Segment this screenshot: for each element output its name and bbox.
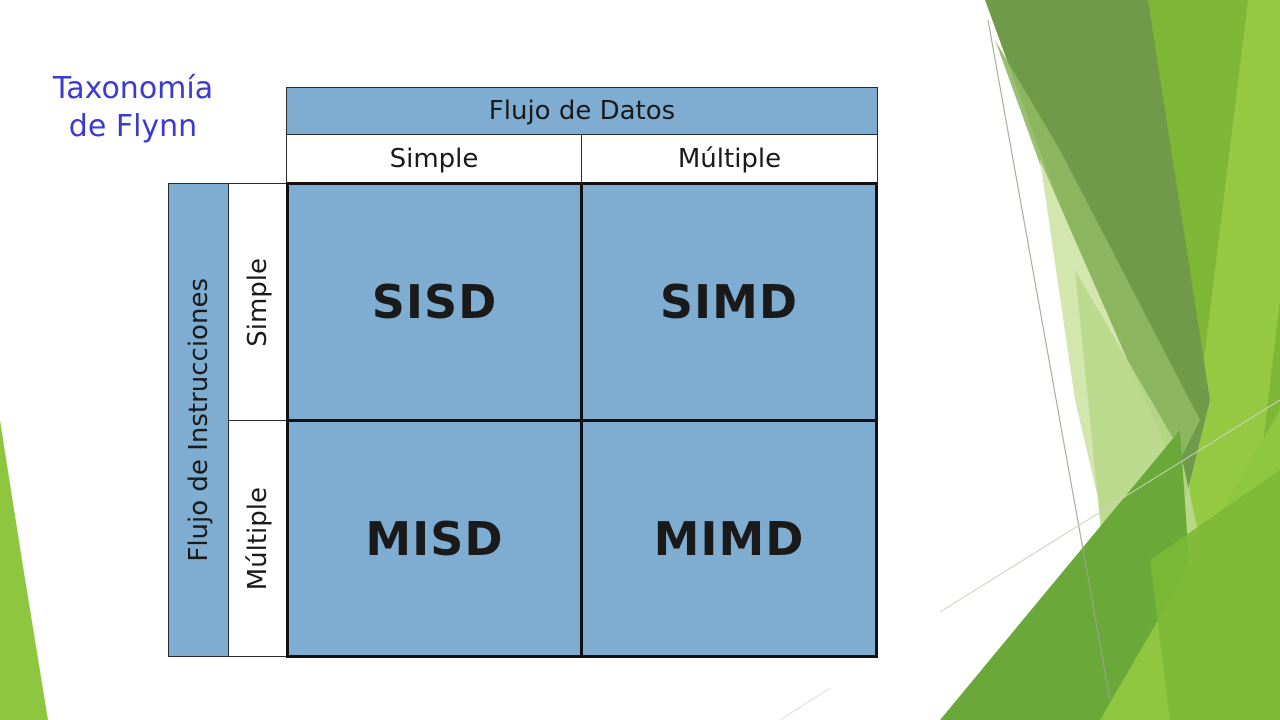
row-header-simple-label: Simple	[242, 257, 273, 347]
instruction-flow-header: Flujo de Instrucciones	[168, 183, 229, 657]
cell-sisd: SISD	[286, 182, 583, 422]
column-header-simple: Simple	[286, 134, 582, 183]
cell-simd: SIMD	[580, 182, 878, 422]
column-header-multiple: Múltiple	[581, 134, 878, 183]
slide-title: Taxonomía de Flynn	[47, 70, 219, 146]
title-line-1: Taxonomía	[52, 71, 214, 106]
data-flow-header: Flujo de Datos	[286, 87, 878, 135]
cell-mimd: MIMD	[580, 419, 878, 658]
title-line-2: de Flynn	[68, 109, 198, 144]
row-header-multiple: Múltiple	[228, 420, 287, 657]
instruction-flow-label: Flujo de Instrucciones	[183, 278, 214, 562]
row-header-multiple-label: Múltiple	[242, 486, 273, 591]
row-header-simple: Simple	[228, 183, 287, 421]
cell-misd: MISD	[286, 419, 583, 658]
